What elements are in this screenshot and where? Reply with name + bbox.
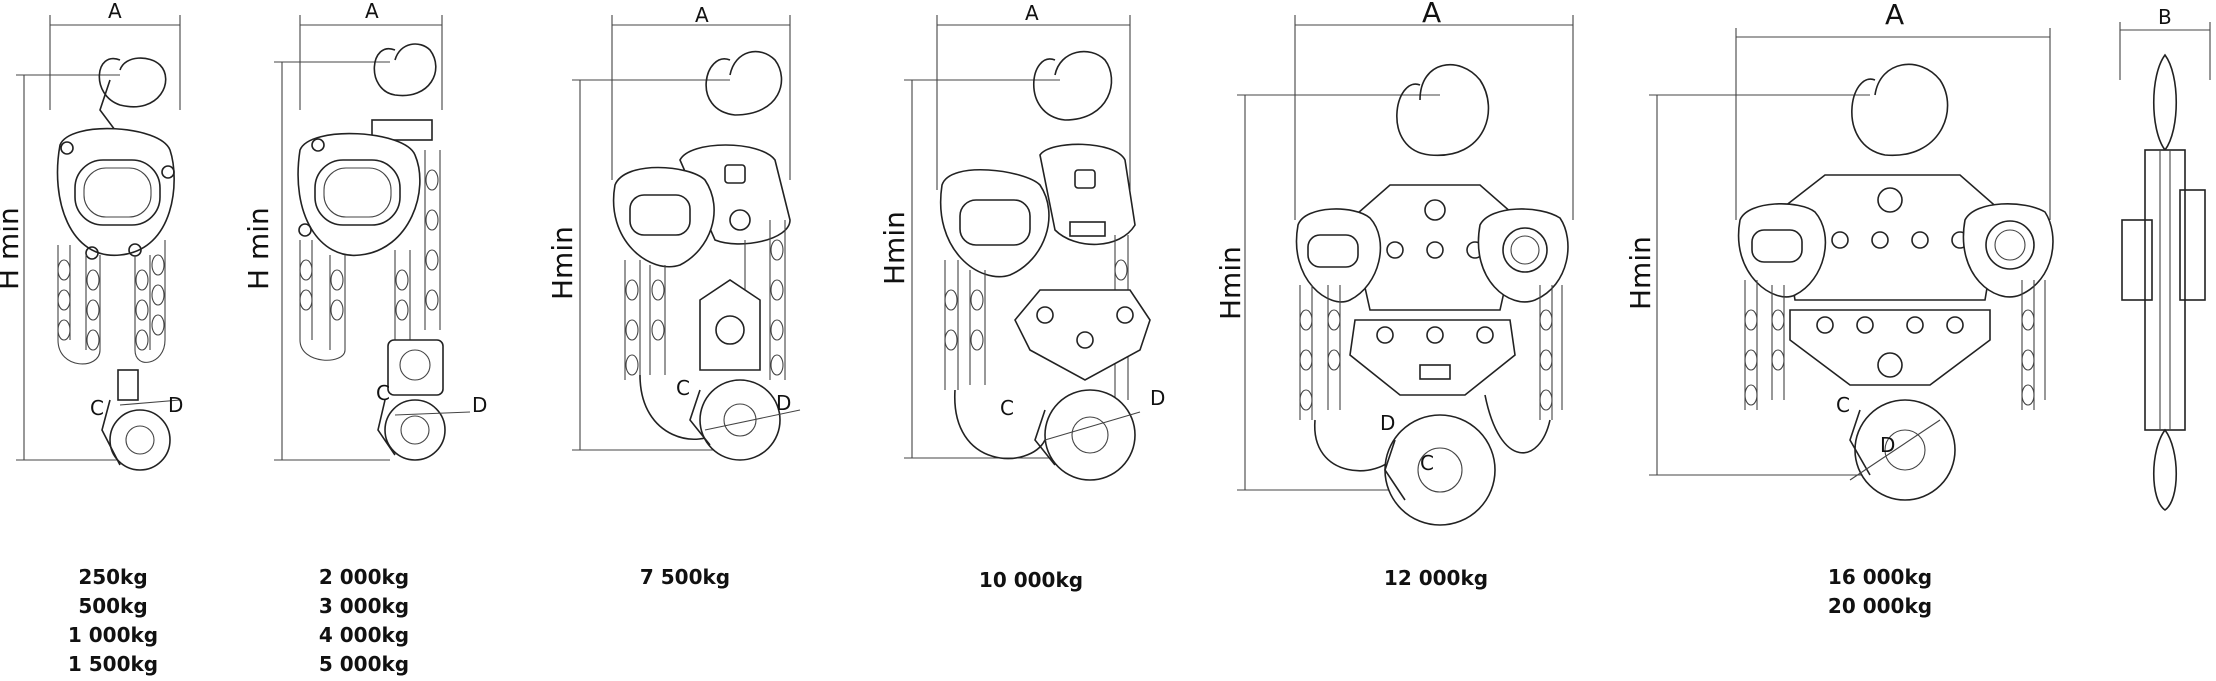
- bottom-hook: [109, 409, 171, 471]
- dim-c-label: C: [1000, 396, 1014, 420]
- hoist-drawing-2: A H min C D: [242, 0, 487, 461]
- capacity-label: 10 000kg: [978, 568, 1084, 592]
- dim-b-label: B: [2158, 5, 2172, 29]
- capacity-list-3: 7 500kg: [585, 563, 785, 592]
- dim-h-label: Hmin: [1624, 236, 1657, 310]
- dim-a-label: A: [108, 0, 122, 23]
- hoist-drawing-5: A Hmin D C: [1214, 0, 1574, 526]
- dim-c-label: C: [376, 381, 390, 405]
- capacity-label: 5 000kg: [318, 652, 410, 676]
- capacity-label: 1 000kg: [67, 623, 159, 647]
- dim-d-label: D: [168, 393, 183, 417]
- dim-a-label: A: [1885, 0, 1904, 31]
- dim-h-label: H min: [0, 207, 25, 290]
- capacity-label: 4 000kg: [318, 623, 410, 647]
- hoist-drawing-6: A Hmin C D: [1624, 0, 2054, 501]
- dim-d-label: D: [472, 393, 487, 417]
- capacity-label: 20 000kg: [1827, 594, 1933, 618]
- dim-d-label: D: [776, 391, 791, 415]
- capacity-label: 12 000kg: [1383, 566, 1489, 590]
- dim-a-label: A: [365, 0, 379, 23]
- dim-c-label: C: [676, 376, 690, 400]
- capacity-label: 7 500kg: [639, 565, 731, 589]
- dim-h-label: Hmin: [1214, 246, 1247, 320]
- chain-links: [57, 254, 165, 351]
- dim-d-label: D: [1150, 386, 1165, 410]
- hoist-drawing-1: A H min C D: [0, 0, 183, 471]
- dim-a-label: A: [1422, 0, 1441, 29]
- capacity-list-1: 250kg 500kg 1 000kg 1 500kg: [13, 563, 213, 679]
- dim-c-label: C: [1420, 451, 1434, 475]
- capacity-list-4: 10 000kg: [931, 566, 1131, 595]
- hoist-body: [56, 127, 175, 256]
- dim-h-label: H min: [242, 207, 275, 290]
- dim-c-label: C: [90, 396, 104, 420]
- dim-h-label: Hmin: [546, 226, 579, 300]
- dim-h-label: Hmin: [878, 211, 911, 285]
- dim-a-label: A: [695, 3, 709, 27]
- top-hook: [98, 57, 167, 108]
- capacity-label: 500kg: [78, 594, 148, 618]
- capacity-label: 1 500kg: [67, 652, 159, 676]
- dim-c-label: C: [1836, 393, 1850, 417]
- dim-d-label: D: [1380, 411, 1395, 435]
- hoist-drawing-7-side-view: B: [2119, 5, 2211, 511]
- dim-a-label: A: [1025, 1, 1039, 25]
- capacity-label: 3 000kg: [318, 594, 410, 618]
- capacity-label: 16 000kg: [1827, 565, 1933, 589]
- capacity-list-6: 16 000kg 20 000kg: [1780, 563, 1980, 621]
- capacity-list-2: 2 000kg 3 000kg 4 000kg 5 000kg: [264, 563, 464, 679]
- dim-d-label: D: [1880, 433, 1895, 457]
- capacity-label: 2 000kg: [318, 565, 410, 589]
- hoist-drawing-4: A Hmin C D: [878, 1, 1165, 481]
- capacity-list-5: 12 000kg: [1336, 564, 1536, 593]
- hoist-drawing-3: A Hmin C D: [546, 3, 801, 461]
- capacity-label: 250kg: [78, 565, 148, 589]
